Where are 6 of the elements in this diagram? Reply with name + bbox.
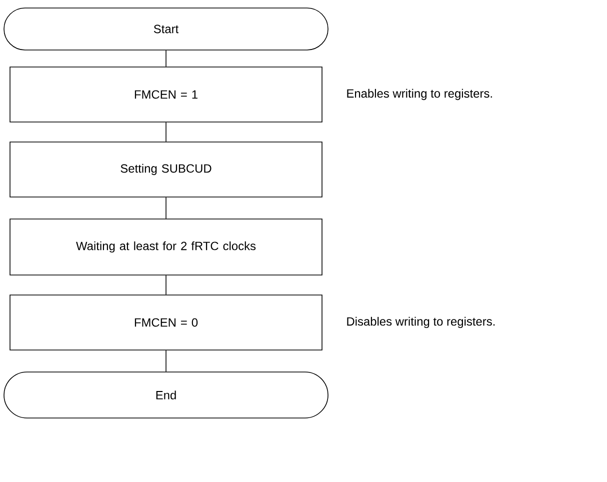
process-box: Waiting at least for 2 fRTC clocks xyxy=(10,218,322,276)
process-box: Setting SUBCUD xyxy=(10,142,322,198)
process-box: FMCEN = 0 xyxy=(10,294,322,350)
side-note: Enables writing to registers. xyxy=(347,88,492,100)
side-note: Disables writing to registers. xyxy=(347,316,495,328)
process-box: FMCEN = 1 xyxy=(10,66,322,122)
